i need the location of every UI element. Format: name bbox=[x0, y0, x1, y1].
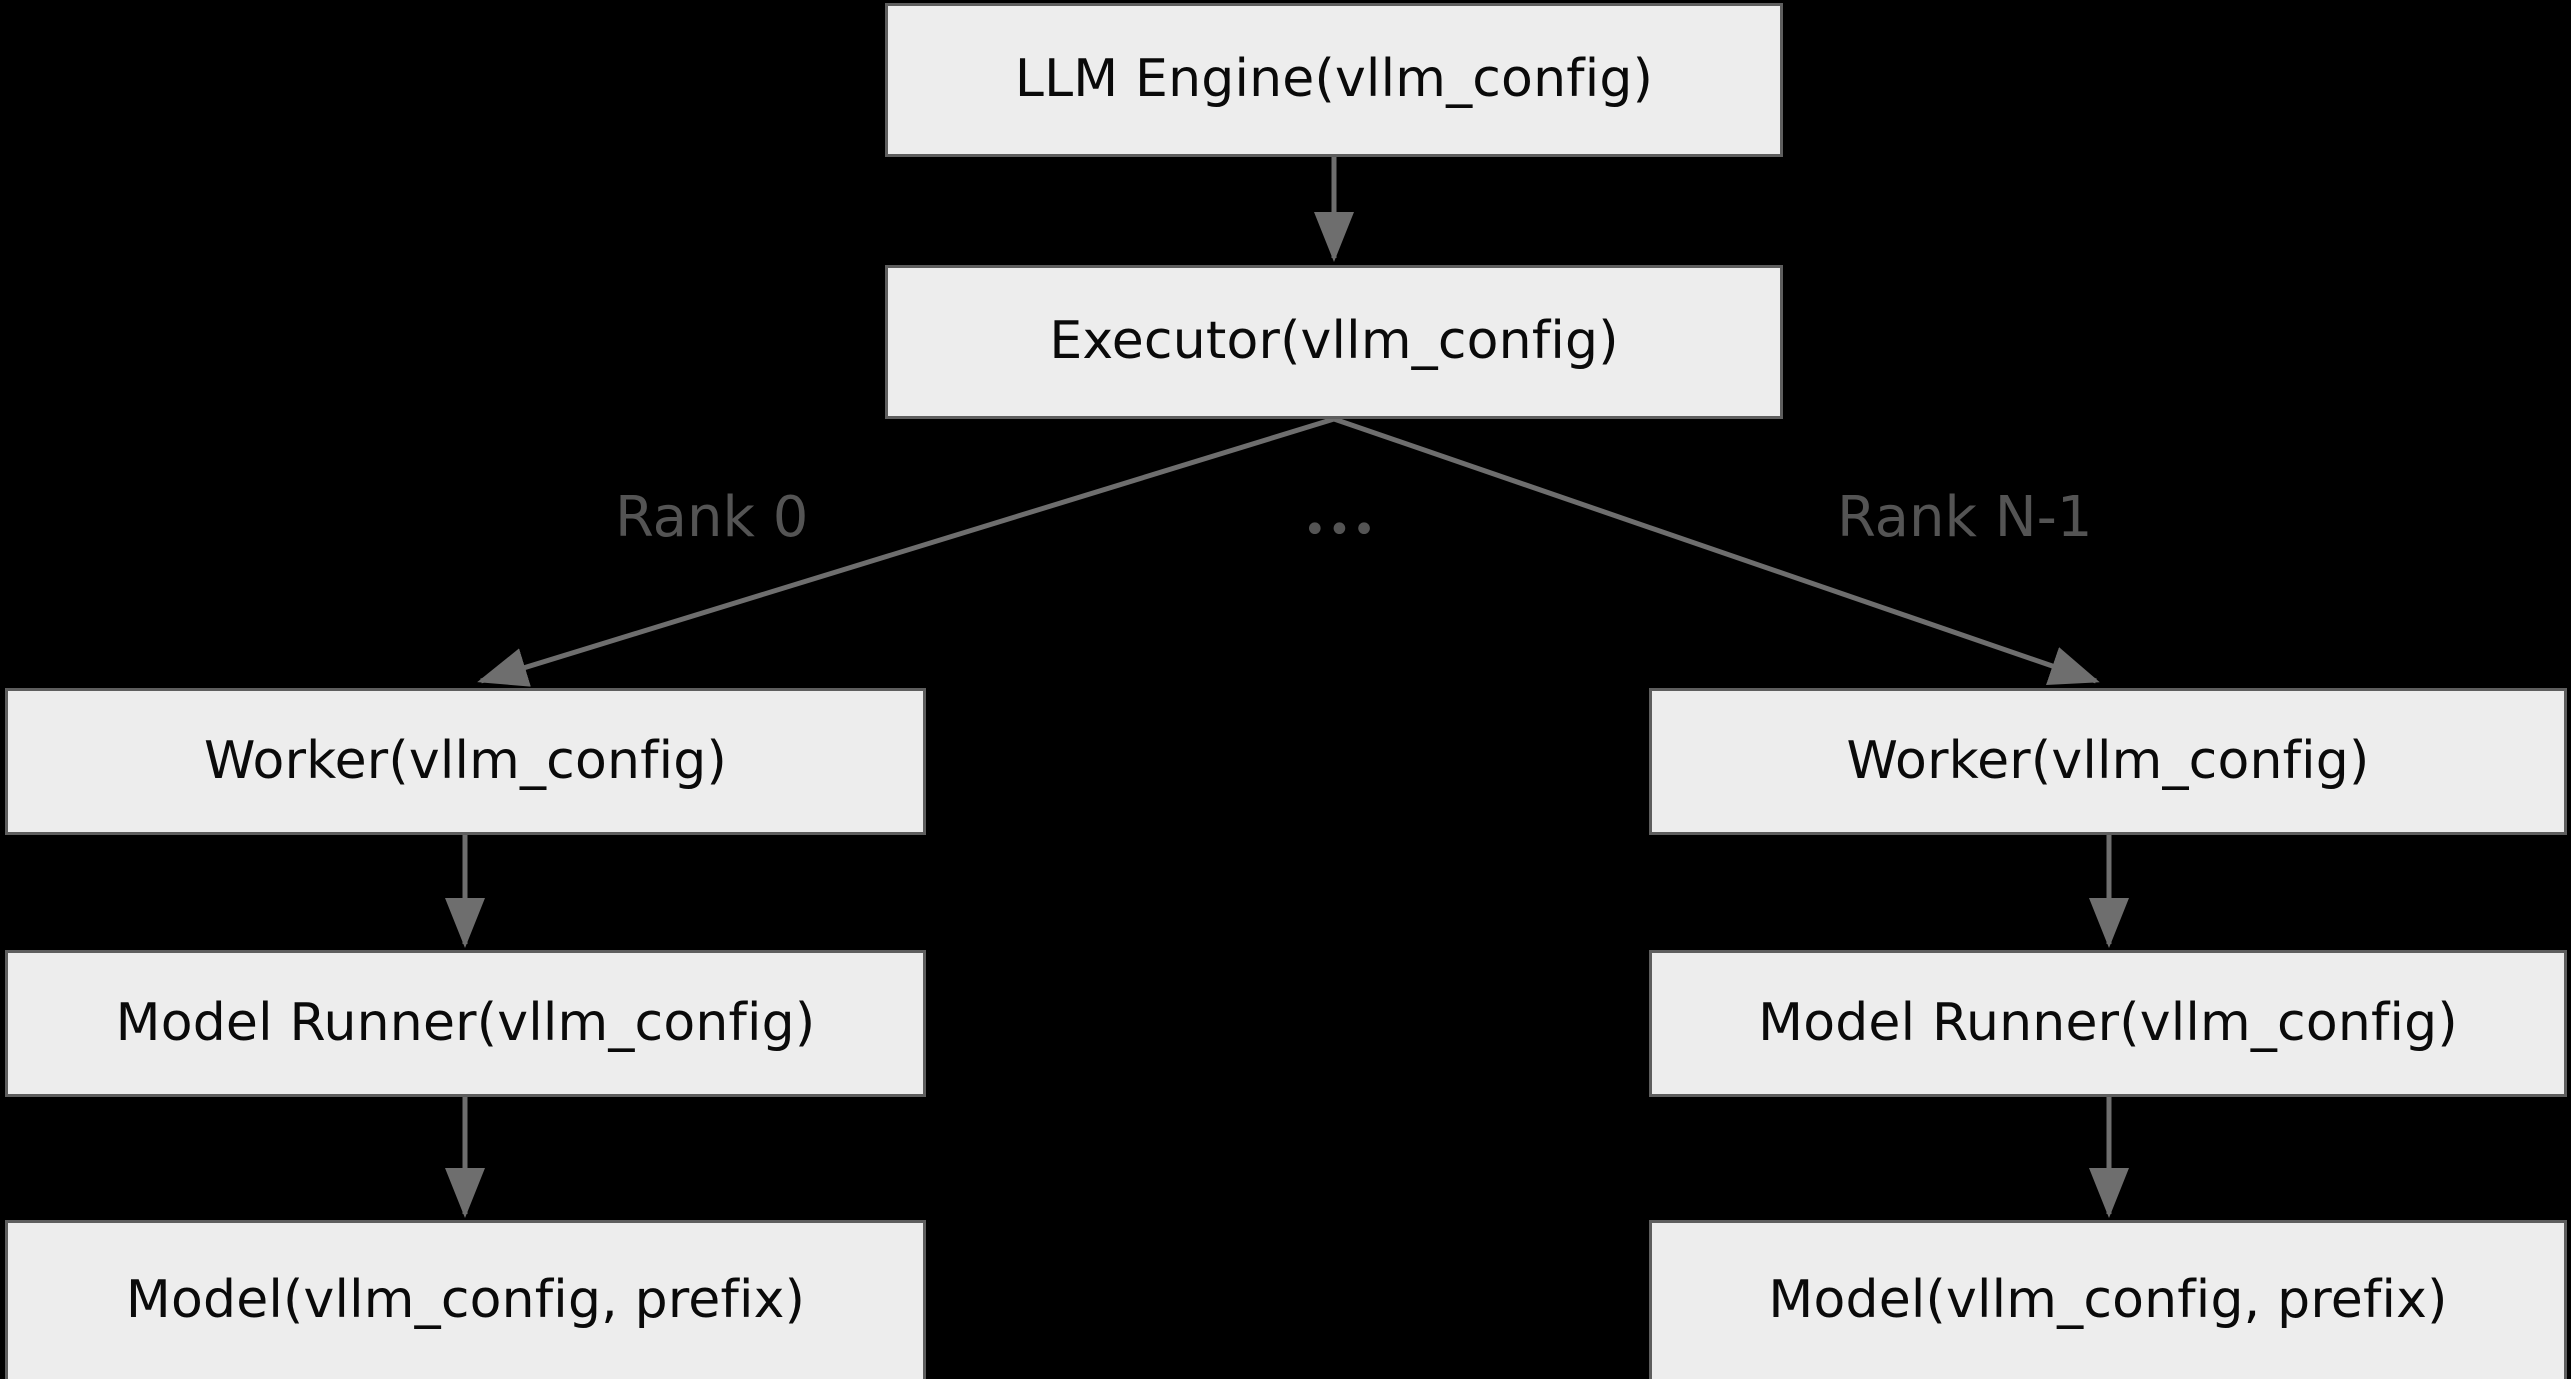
node-model-runner-rank-0-label: Model Runner(vllm_config) bbox=[115, 992, 816, 1053]
node-llm-engine-label: LLM Engine(vllm_config) bbox=[1014, 49, 1654, 110]
edge-label-rank-n-1: Rank N-1 bbox=[1837, 485, 2093, 550]
node-model-runner-rank-n-1[interactable]: Model Runner(vllm_config) bbox=[1649, 950, 2567, 1097]
edge-executor-to-worker-rank0 bbox=[477, 416, 1335, 687]
node-worker-rank-n-1[interactable]: Worker(vllm_config) bbox=[1649, 688, 2567, 835]
node-model-runner-rank-n-1-label: Model Runner(vllm_config) bbox=[1758, 992, 2458, 1053]
node-worker-rank-0[interactable]: Worker(vllm_config) bbox=[5, 688, 926, 835]
node-model-rank-0-label: Model(vllm_config, prefix) bbox=[125, 1270, 806, 1331]
node-model-rank-n-1[interactable]: Model(vllm_config, prefix) bbox=[1649, 1220, 2567, 1379]
node-executor-label: Executor(vllm_config) bbox=[1049, 311, 1619, 372]
node-llm-engine[interactable]: LLM Engine(vllm_config) bbox=[885, 3, 1783, 157]
node-model-runner-rank-0[interactable]: Model Runner(vllm_config) bbox=[5, 950, 926, 1097]
node-worker-rank-n-1-label: Worker(vllm_config) bbox=[1846, 730, 2370, 791]
edge-label-ellipsis: ••• bbox=[1303, 507, 1377, 553]
edge-label-rank-0: Rank 0 bbox=[615, 485, 809, 550]
node-executor[interactable]: Executor(vllm_config) bbox=[885, 265, 1783, 419]
node-worker-rank-0-label: Worker(vllm_config) bbox=[203, 730, 727, 791]
node-model-rank-n-1-label: Model(vllm_config, prefix) bbox=[1768, 1270, 2448, 1331]
edge-executor-to-worker-rankn bbox=[1333, 416, 2100, 685]
node-model-rank-0[interactable]: Model(vllm_config, prefix) bbox=[5, 1220, 926, 1379]
